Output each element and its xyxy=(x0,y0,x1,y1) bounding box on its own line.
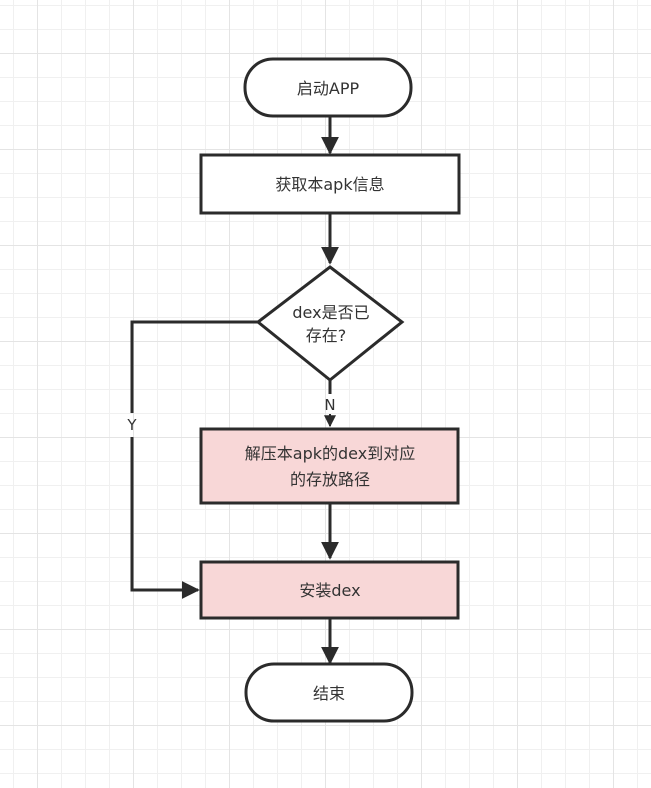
process-highlight-shape xyxy=(199,560,460,620)
process-highlight-shape xyxy=(199,427,460,505)
edge-decision-to-install-lower xyxy=(130,437,200,599)
edge-label-yes: Y xyxy=(126,416,137,434)
decision-shape xyxy=(255,265,405,382)
node-get-info-label: 获取本apk信息 xyxy=(275,175,384,194)
node-decision-line-1: dex是否已 xyxy=(292,303,369,322)
node-end-label: 结束 xyxy=(313,684,345,703)
edge-label-no: N xyxy=(324,396,335,414)
node-end: 结束 xyxy=(244,662,414,723)
edges xyxy=(130,116,339,665)
node-install-label: 安装dex xyxy=(299,581,360,600)
process-shape xyxy=(199,153,461,215)
node-extract: 解压本apk的dex到对应 的存放路径 xyxy=(199,427,460,505)
edge-decision-to-install-upper xyxy=(130,320,258,413)
node-start-label: 启动APP xyxy=(297,79,360,98)
node-start: 启动APP xyxy=(243,57,413,118)
node-decision: dex是否已 存在? xyxy=(255,265,405,382)
node-install: 安装dex xyxy=(199,560,460,620)
node-extract-line-1: 解压本apk的dex到对应 xyxy=(245,444,415,463)
terminal-shape xyxy=(243,57,413,118)
node-decision-line-2: 存在? xyxy=(306,326,347,345)
node-get-info: 获取本apk信息 xyxy=(199,153,461,215)
terminal-shape xyxy=(244,662,414,723)
node-extract-line-2: 的存放路径 xyxy=(290,470,370,489)
